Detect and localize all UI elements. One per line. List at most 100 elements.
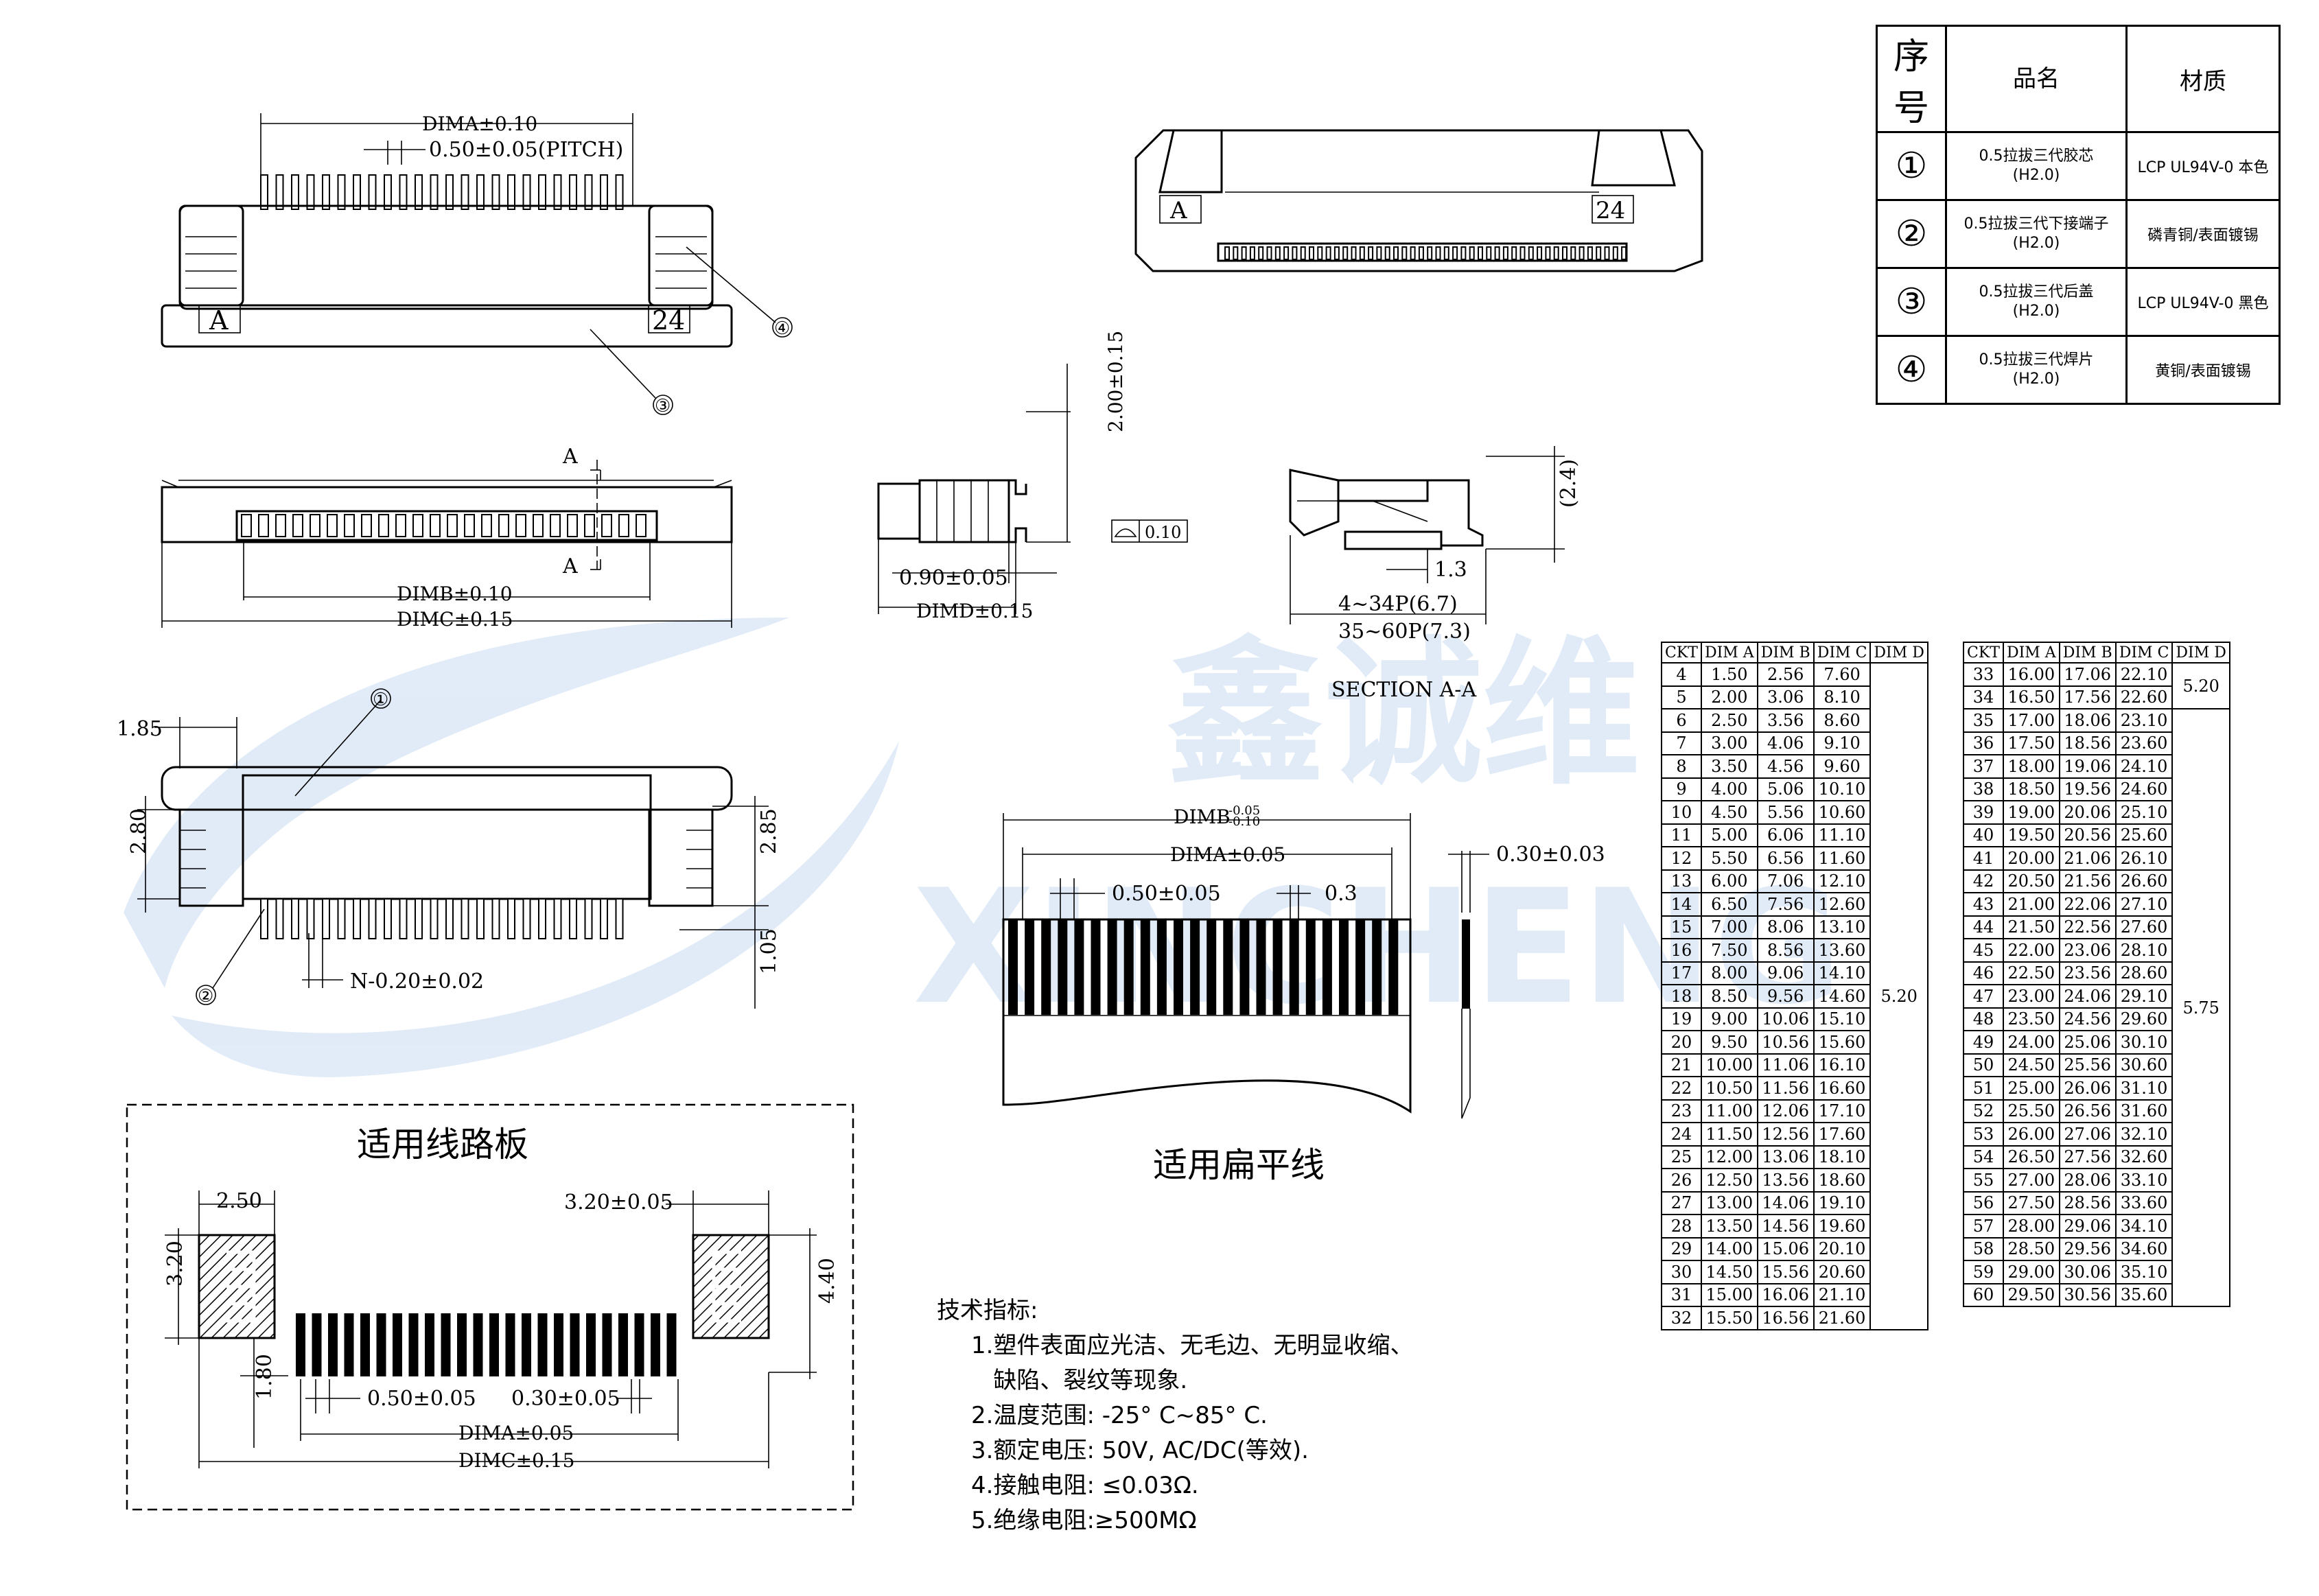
dim-cell: 39 (1963, 800, 2004, 825)
pin (1502, 246, 1508, 260)
pin (1241, 246, 1247, 260)
dim-cell: 19.50 (2002, 823, 2060, 847)
section-title: SECTION A-A (1331, 678, 1476, 702)
dim-cell: 16.06 (1756, 1282, 1815, 1307)
dim-cell: 8.50 (1700, 984, 1758, 1009)
fpc-contacts (1008, 920, 1399, 1015)
dim-cell: 23.00 (2002, 984, 2060, 1009)
fpc-contact (1008, 920, 1018, 1015)
pcb-pad (522, 1313, 531, 1376)
dim-cell: 8.56 (1756, 938, 1815, 963)
fpc-contact (1107, 920, 1117, 1015)
pin (412, 514, 423, 537)
dim-cell: 54 (1963, 1145, 2004, 1169)
pcb-pad (505, 1313, 515, 1376)
fpc-contact (1190, 920, 1200, 1015)
pin (1359, 246, 1365, 260)
pin (1478, 246, 1483, 260)
pin (1511, 246, 1517, 260)
pin (1578, 246, 1585, 260)
fpc-contact (1025, 920, 1035, 1015)
dim-cell: 15 (1661, 915, 1702, 939)
front-pins (241, 514, 646, 537)
dim-cell: 3.06 (1756, 685, 1815, 709)
bom-row: ① 0.5拉拔三代胶芯(H2.0) LCP UL94V-0 本色 (1876, 131, 2281, 201)
pin (430, 514, 441, 537)
fpc-dimb-tol-dn: -0.10 (1228, 814, 1260, 829)
dim-cell: 17.60 (1813, 1122, 1872, 1147)
pin (1486, 246, 1492, 260)
dim-cell: 28 (1661, 1214, 1702, 1239)
dim-cell: 23.60 (2114, 731, 2174, 755)
fpc-03: 0.3 (1325, 882, 1357, 906)
bom-no: ② (1876, 199, 1947, 269)
dim-cell: 9 (1661, 777, 1702, 801)
dim-header: CKT (1661, 642, 1702, 664)
dim-cell: 20.60 (1813, 1260, 1872, 1284)
fpc-contact (1322, 920, 1332, 1015)
spec-item: 1.塑件表面应光洁、无毛边、无明显收缩、 (971, 1332, 1414, 1359)
dim-cell: 28.60 (2114, 961, 2174, 985)
dim-cell: 20.50 (2002, 869, 2060, 893)
pcb-pad (328, 1313, 338, 1376)
dim-cell: 23.56 (2058, 961, 2117, 985)
dim-cell: 3.56 (1756, 708, 1815, 733)
dim-cell: 16.56 (1756, 1306, 1815, 1330)
pin (1325, 246, 1331, 260)
dim-cell: 12.06 (1756, 1099, 1815, 1123)
dim-cell: 8 (1661, 754, 1702, 779)
pin (601, 514, 612, 537)
dim-header: DIM B (2058, 642, 2117, 664)
dim-d-cell: 5.75 (2171, 708, 2230, 1307)
dim-cell: 2.56 (1756, 662, 1815, 687)
bom-part-name: 0.5拉拔三代后盖 (1979, 283, 2094, 301)
fpc-thickness: 0.30±0.03 (1496, 843, 1605, 867)
pin (1233, 246, 1239, 260)
dim-cell: 10.10 (1813, 777, 1872, 801)
dim-cell: 60 (1963, 1282, 2004, 1307)
pcb-250: 2.50 (216, 1189, 262, 1213)
dim-cell: 27.50 (2002, 1190, 2060, 1215)
pin (291, 898, 299, 939)
pin (368, 174, 377, 210)
fpc-contact (1123, 920, 1134, 1015)
pin (1553, 246, 1559, 260)
dim-cell: 29.56 (2058, 1236, 2117, 1261)
callout-4: ④ (774, 318, 790, 339)
bom-part-name: 0.5拉拔三代焊片 (1979, 351, 2094, 368)
dim-cell: 59 (1963, 1260, 2004, 1284)
dim-cell: 16.10 (1813, 1053, 1872, 1077)
mark-a: A (209, 305, 229, 336)
pin (445, 898, 454, 939)
pin (569, 898, 577, 939)
dim-185: 1.85 (117, 717, 163, 741)
dim-cell: 25.06 (2058, 1030, 2117, 1055)
pin (533, 514, 544, 537)
fpc-contact (1305, 920, 1316, 1015)
dim-cell: 11.60 (1813, 846, 1872, 871)
pcb-180: 1.80 (253, 1354, 277, 1400)
fpc-contact (1372, 920, 1382, 1015)
pin (481, 514, 492, 537)
bom-part: 0.5拉拔三代胶芯(H2.0) (1945, 131, 2128, 201)
dim-24: (2.4) (1557, 459, 1581, 508)
n-pitch-label: N-0.20±0.02 (350, 970, 484, 994)
dim-cell: 55 (1963, 1168, 2004, 1193)
dim-header: DIM D (1869, 642, 1928, 664)
dim-280: 2.80 (127, 808, 151, 854)
dim-cell: 17.06 (2058, 662, 2117, 687)
fpc-title: 适用扁平线 (1153, 1145, 1325, 1185)
